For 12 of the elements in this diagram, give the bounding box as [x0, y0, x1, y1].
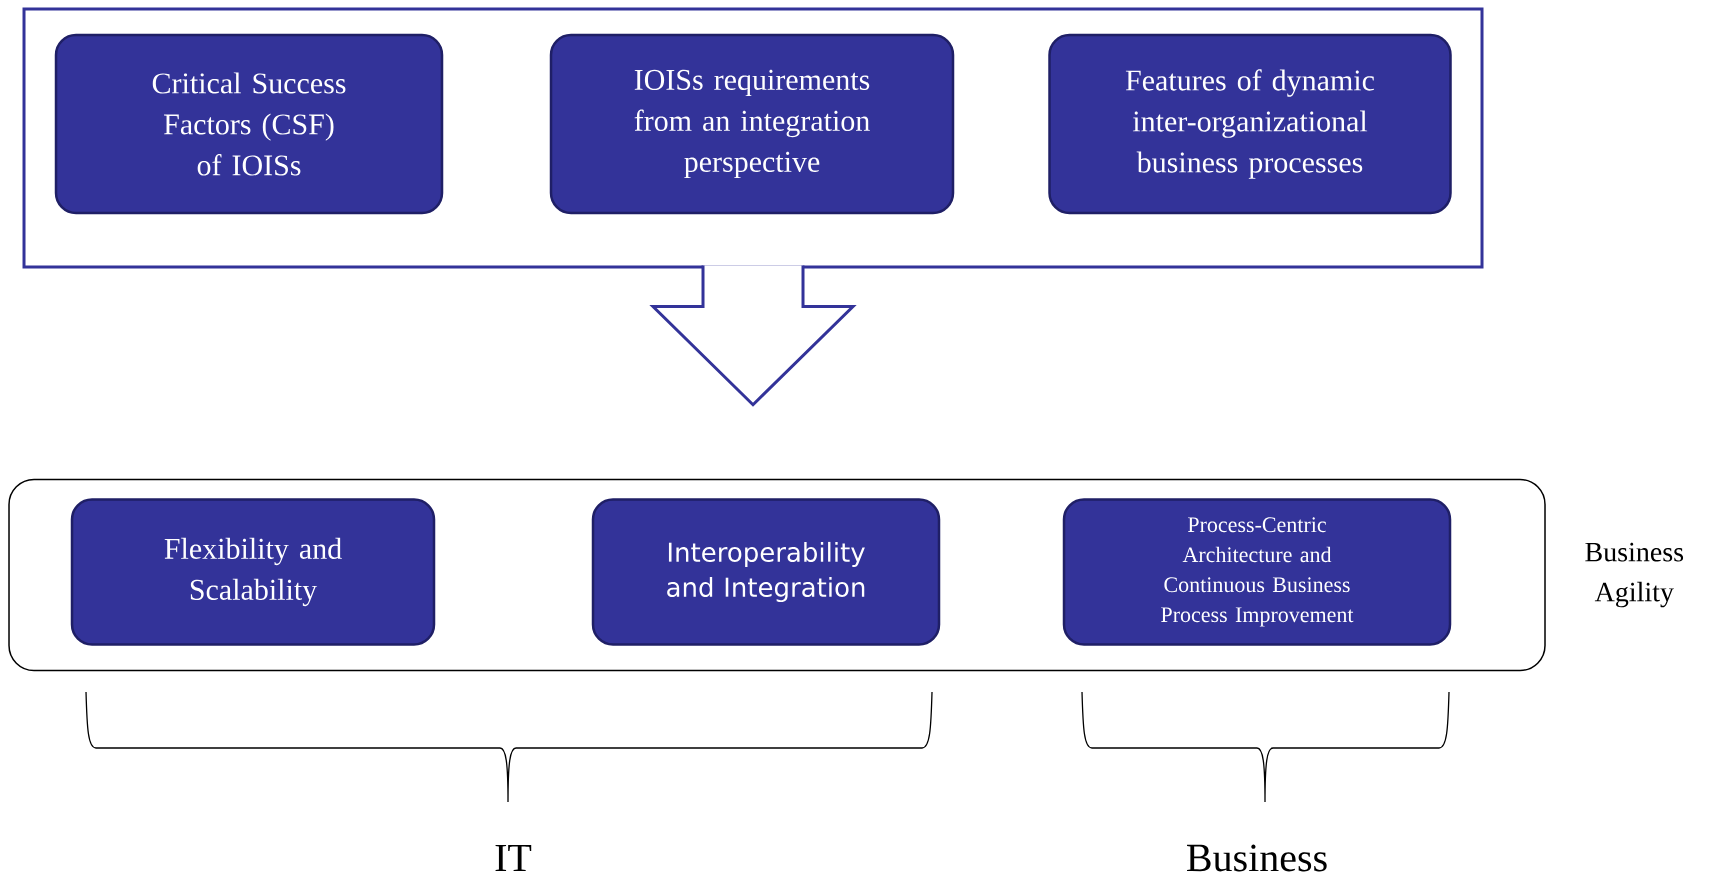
process-box: Flexibility and Scalability	[70, 498, 436, 646]
process-box: Features of dynamic inter-organizational business processes	[1048, 33, 1452, 215]
side-label: Business Agility	[1585, 542, 1684, 608]
block-arrow	[649, 264, 857, 407]
group-label: Business	[1187, 844, 1327, 872]
process-box: IOISs requirements from an integration perspective	[549, 33, 955, 215]
group-label: IT	[495, 844, 532, 872]
process-box: Interoperability and Integration	[591, 498, 941, 646]
group-frame	[8, 478, 1546, 672]
process-box: Process-Centric Architecture and Continuous Business Process Improvement	[1062, 498, 1452, 646]
process-box: Critical Success Factors (CSF) of IOISs	[54, 33, 444, 215]
group-frame	[22, 7, 1484, 269]
